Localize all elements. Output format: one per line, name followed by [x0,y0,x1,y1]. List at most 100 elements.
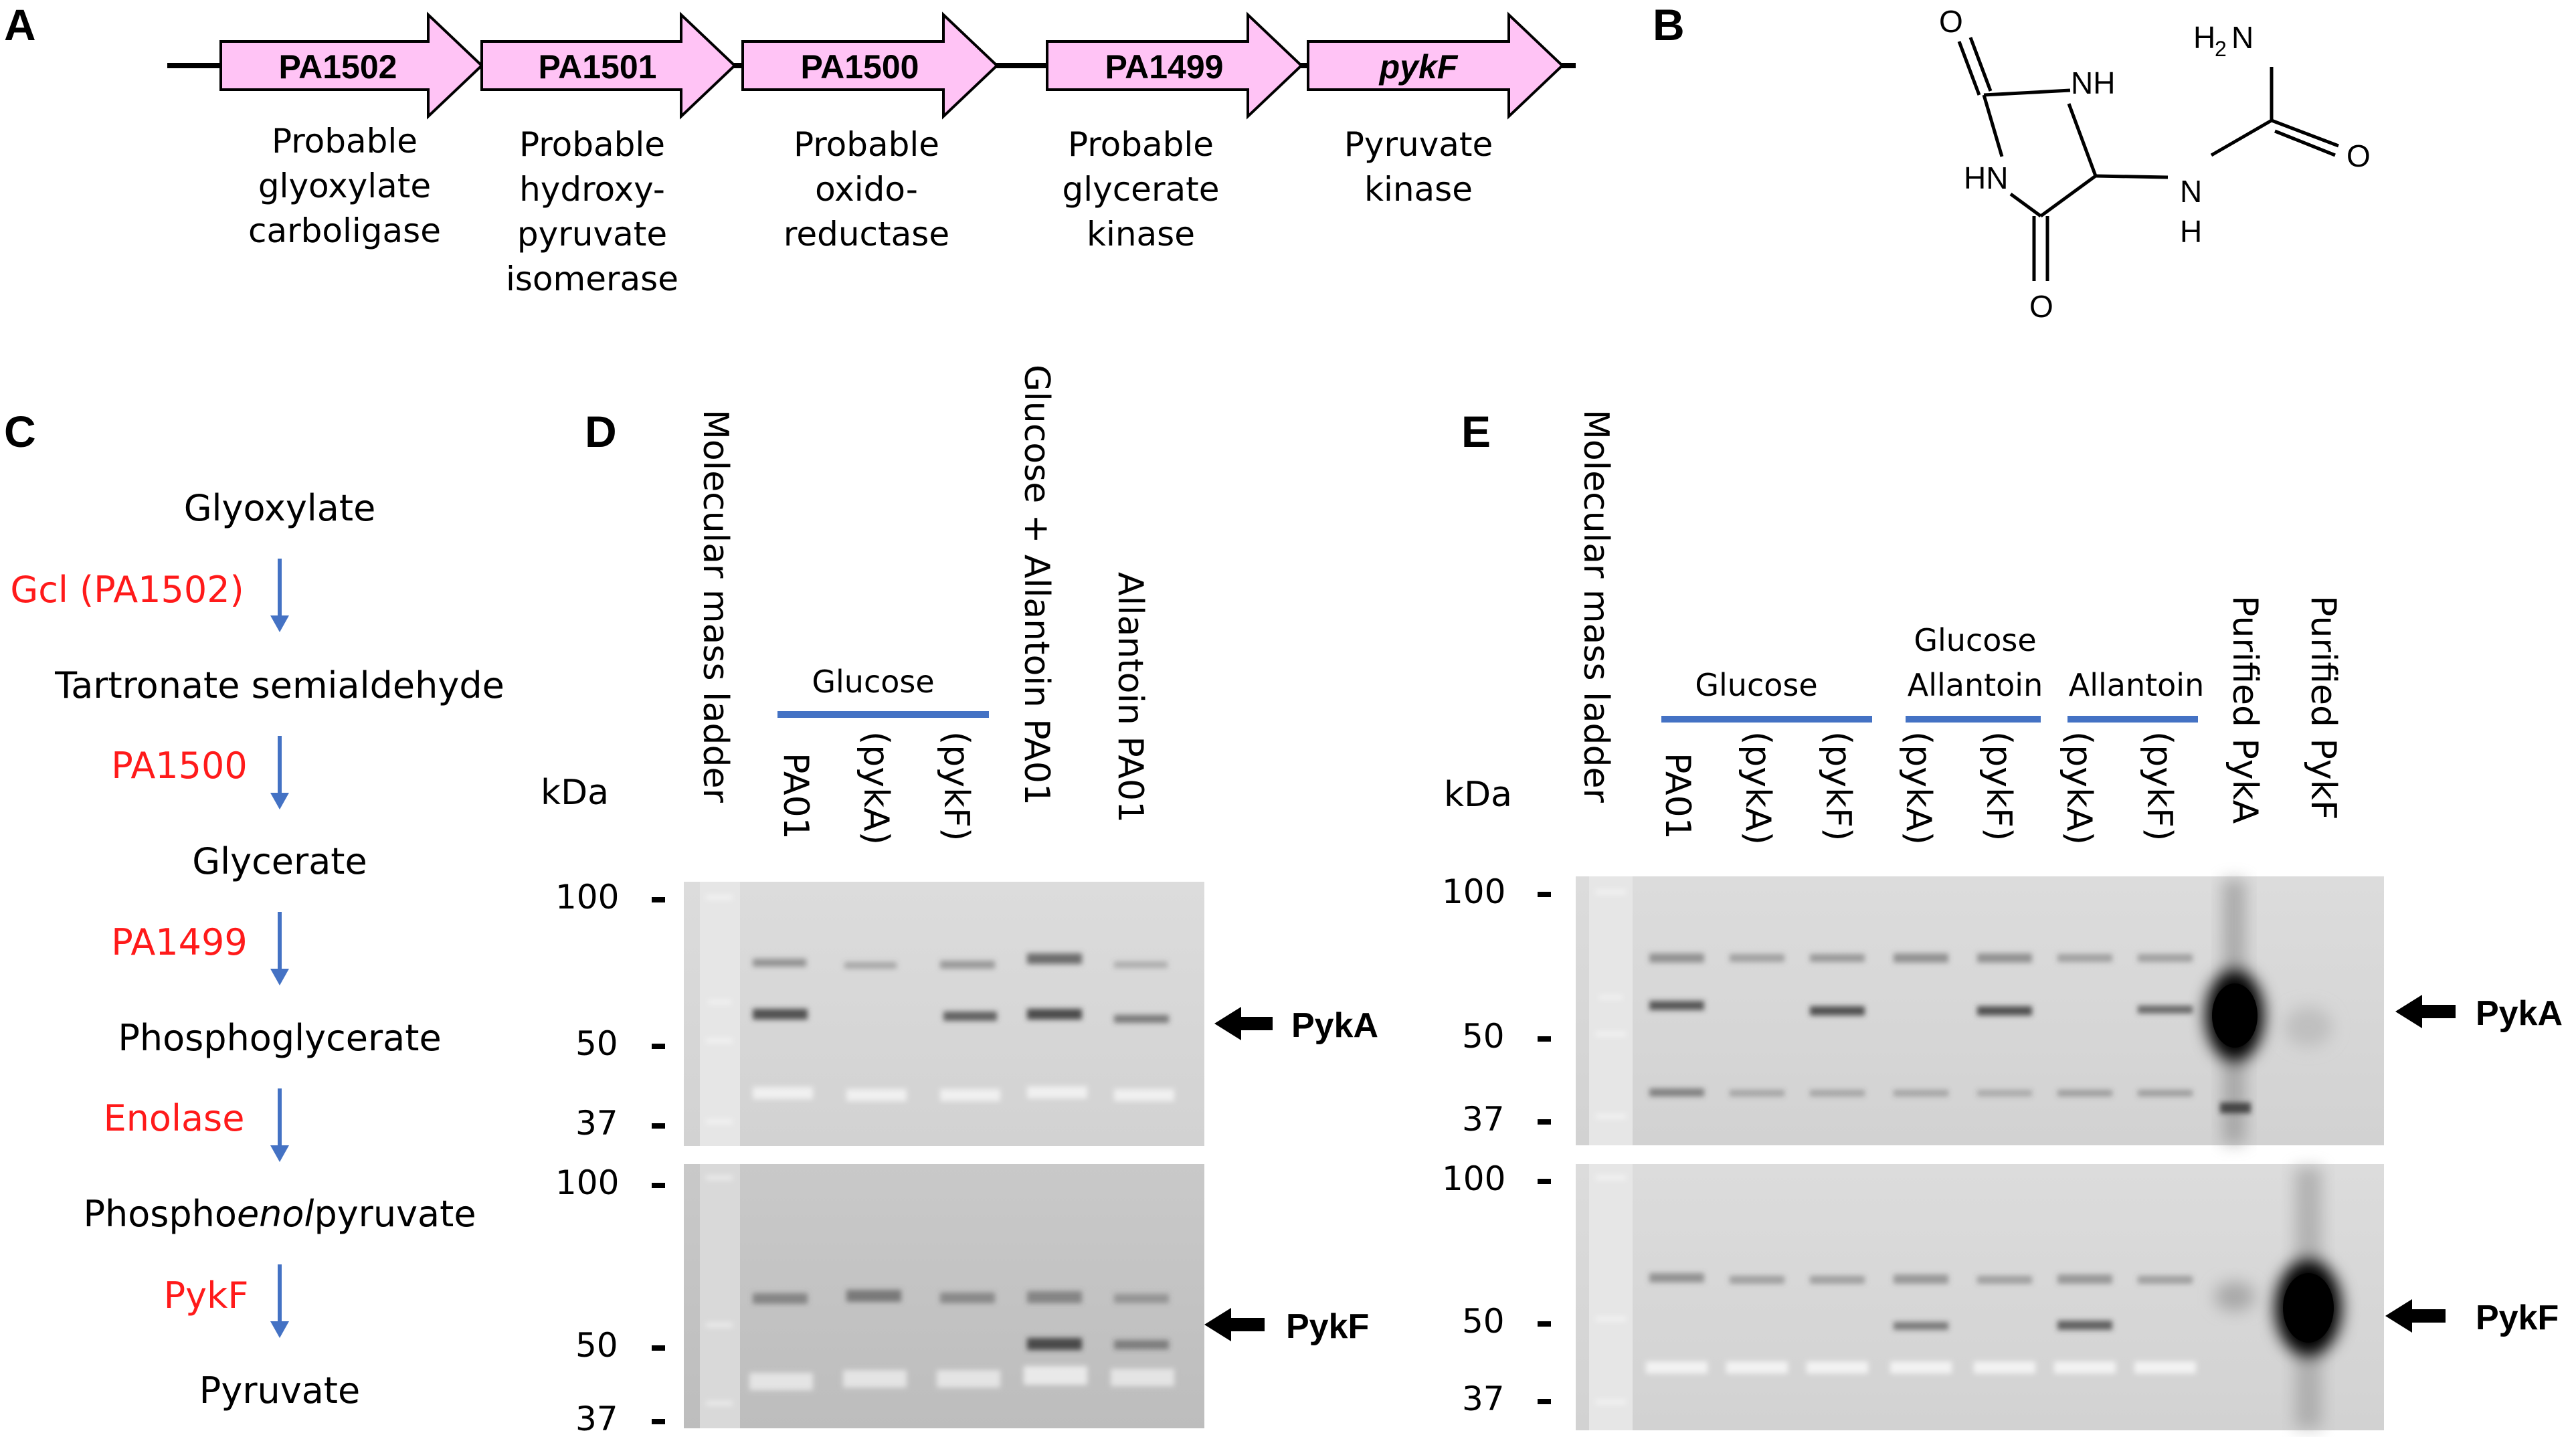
panel-d-letter: D [585,407,617,456]
band-purified-pykf-faint [2284,1007,2332,1047]
gene-name: PA1501 [539,48,657,86]
band-lower [753,1086,1174,1101]
panel-b-letter: B [1653,0,1685,50]
blot-e-top [1576,876,2384,1145]
band-pyka [1649,1001,2193,1016]
panel-a-letter: A [4,0,36,50]
band-upper [1649,953,2193,963]
atom-o-top: O [1939,4,1963,39]
mw-markers-top: 100 50 37 [555,878,665,1143]
svg-text:100: 100 [1442,872,1505,911]
blot-e-bottom [1576,1164,2384,1430]
band-purified-pyka [2205,880,2264,1144]
lane-label: Purified PykA [2225,595,2265,824]
lane-label: (pykA) [1898,731,1938,845]
lane-label: PA01 [1657,753,1697,840]
lane-label: (pykA) [2059,731,2099,845]
svg-text:carboligase: carboligase [248,211,441,250]
mw-markers-top: 100 50 37 [1442,872,1551,1139]
atom-subscript: 2 [2215,37,2227,61]
svg-text:100: 100 [555,1163,619,1202]
lane-label: (pykA) [1738,731,1778,845]
band-pykf [1894,1321,2112,1330]
gene-name: PA1500 [801,48,919,86]
atom-hn-ring: HN [1964,161,2008,195]
band-lower [1649,1088,2193,1096]
band-upper [1649,1273,2193,1284]
pathway-arrow [270,912,289,985]
group-label-glucose-allantoin: Glucose [1914,622,2036,658]
lane-label: Purified PykF [2303,595,2343,820]
pathway-arrow [270,1264,289,1338]
pathway-arrows [270,559,289,1338]
lane-label: (pykF) [1818,731,1858,841]
protein-label-pykf: PykF [2476,1299,2559,1337]
atom-n-chain: N [2180,174,2202,209]
compound-phosphoenolpyruvate: Phosphoenolpyruvate [83,1193,476,1235]
svg-text:kinase: kinase [1364,170,1473,209]
svg-text:37: 37 [575,1104,618,1143]
lane-label-ladder: Molecular mass ladder [695,409,735,803]
svg-text:oxido-: oxido- [815,170,918,209]
kda-label: kDa [541,773,609,813]
band-lower [749,1366,1174,1390]
allantoin-structure [1957,37,2339,281]
gene-arrow-pa1499: PA1499 [1046,11,1303,120]
atom-h-chain: H [2180,214,2202,249]
arrow-pyka-e: PykA [2395,994,2563,1033]
pathway-arrow [270,736,289,809]
atom-o-right: O [2347,138,2371,173]
kda-label: kDa [1444,775,1512,815]
lane-label: Allantoin PA01 [1110,572,1150,823]
svg-text:Probable: Probable [1068,125,1214,164]
svg-text:reductase: reductase [784,215,949,254]
atom-n: N [2231,20,2253,55]
lane-label: (pykF) [2139,731,2179,841]
band-purified-pykf [2275,1167,2342,1428]
lane-label-ladder: Molecular mass ladder [1576,409,1616,803]
svg-text:pyruvate: pyruvate [517,215,667,254]
group-label-glucose: Glucose [1695,667,1817,703]
arrow-pykf-e: PykF [2385,1299,2559,1337]
panel-e-letter: E [1461,407,1491,456]
svg-text:37: 37 [575,1400,618,1437]
panel-c-letter: C [4,407,36,456]
svg-text:50: 50 [1462,1017,1505,1056]
protein-label-pyka: PykA [2476,994,2563,1033]
panel-a: A PA1502 PA1501 PA1500 PA1499 pykF Proba… [4,0,1576,298]
svg-text:Pyruvate: Pyruvate [1344,125,1493,164]
svg-text:isomerase: isomerase [506,260,678,298]
svg-text:kinase: kinase [1087,215,1195,254]
gene-description-pa1502: Probable glyoxylate carboligase [248,122,441,250]
lane-label: PA01 [775,753,816,840]
gene-description-pa1501: Probable hydroxy- pyruvate isomerase [506,125,678,298]
enzyme-pa1500: PA1500 [111,745,247,787]
svg-text:50: 50 [1462,1302,1505,1341]
panel-d: D Molecular mass ladder PA01 (pykA) (pyk… [541,365,1378,1437]
arrow-pykf-d: PykF [1204,1307,1369,1346]
panel-e: E Molecular mass ladder PA01 (pykA) (pyk… [1442,407,2563,1430]
gene-name: pykF [1378,48,1459,86]
gene-description-pa1499: Probable glycerate kinase [1062,125,1219,254]
lane-label: (pykF) [936,731,976,841]
svg-text:Probable: Probable [519,125,665,164]
band-pykf [1027,1338,1169,1350]
arrow-pyka-d: PykA [1214,1006,1378,1045]
gene-name: PA1502 [279,48,397,86]
svg-text:50: 50 [575,1326,618,1365]
gene-name: PA1499 [1105,48,1224,86]
enzyme-pykf: PykF [164,1274,249,1317]
atom-h: H [2193,20,2215,55]
enzyme-gcl: Gcl (PA1502) [10,569,244,611]
pathway-arrow [270,1088,289,1162]
band-pyka [753,1009,1169,1023]
gene-arrow-pa1501: PA1501 [480,11,737,120]
compound-glycerate: Glycerate [192,840,367,882]
svg-text:Probable: Probable [794,125,939,164]
blot-d-bottom [684,1164,1204,1428]
protein-label-pykf: PykF [1286,1307,1369,1346]
svg-text:hydroxy-: hydroxy- [519,170,665,209]
gene-arrow-pykf: pykF [1307,11,1564,120]
atom-o-bottom: O [2029,289,2053,324]
